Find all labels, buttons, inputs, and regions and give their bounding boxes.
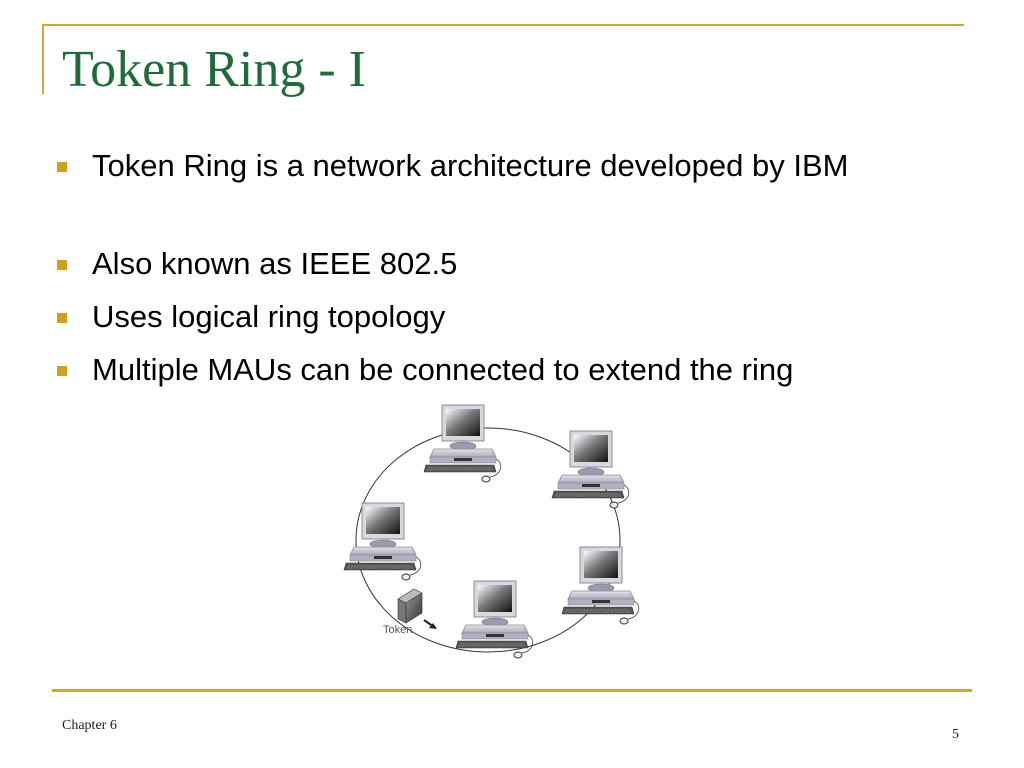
square-bullet-icon bbox=[57, 162, 67, 172]
token-label: Token bbox=[383, 624, 412, 636]
token-ring-diagram: Token bbox=[330, 395, 650, 670]
slide-title: Token Ring - I bbox=[62, 41, 366, 98]
workstation-icon bbox=[561, 546, 640, 625]
square-bullet-icon bbox=[57, 313, 67, 323]
square-bullet-icon bbox=[57, 260, 67, 270]
bullet-text: Token Ring is a network architecture dev… bbox=[92, 148, 849, 183]
bullet-text: Uses logical ring topology bbox=[92, 299, 446, 334]
left-accent-rule bbox=[42, 24, 44, 94]
page-number: 5 bbox=[952, 727, 959, 742]
footer-chapter: Chapter 6 bbox=[62, 718, 117, 733]
top-accent-rule bbox=[42, 24, 964, 26]
token-icon bbox=[397, 588, 423, 624]
workstation-icon bbox=[455, 580, 534, 659]
bottom-accent-rule bbox=[52, 689, 972, 692]
ring-cable bbox=[355, 427, 621, 653]
bullet-text: Multiple MAUs can be connected to extend… bbox=[92, 352, 794, 387]
workstation-icon bbox=[423, 404, 502, 483]
arrow-icon bbox=[423, 619, 437, 629]
bullet-text: Also known as IEEE 802.5 bbox=[92, 246, 458, 281]
workstation-icon bbox=[551, 430, 630, 509]
square-bullet-icon bbox=[57, 366, 67, 376]
